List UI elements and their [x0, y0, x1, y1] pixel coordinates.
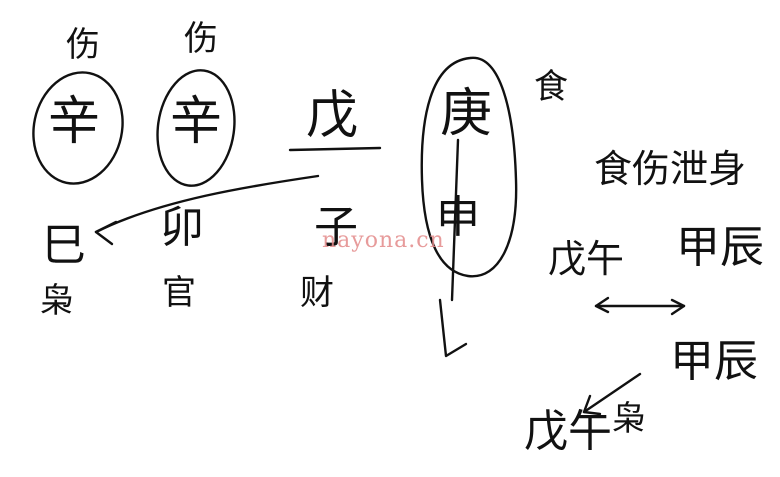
note-title: 食伤泄身 — [594, 147, 747, 191]
note-guan: 官 — [162, 273, 196, 313]
label-shi: 食 — [534, 67, 568, 107]
note-jiachen-1: 甲辰 — [676, 222, 764, 273]
branch-mao: 卯 — [160, 202, 204, 253]
label-shang-2: 伤 — [184, 19, 218, 59]
circle-stem-2 — [156, 69, 236, 187]
note-wuwu-1: 戊午 — [548, 237, 625, 281]
branch-shen: 申 — [436, 192, 480, 243]
stem-xin-2: 辛 — [170, 92, 223, 152]
arrow-to-xiao — [582, 372, 642, 414]
stem-geng: 庚 — [440, 84, 493, 144]
note-wuwu-2: 戊午 — [524, 406, 612, 457]
stem-wu: 戊 — [306, 86, 359, 146]
note-cai: 财 — [300, 273, 334, 313]
watermark: nayona.cn — [322, 228, 445, 253]
stem-xin-1: 辛 — [48, 92, 101, 152]
double-arrow-head-left — [594, 296, 610, 314]
arrow-to-xiao-head — [582, 394, 602, 416]
branch-si: 巳 — [42, 220, 86, 271]
note-jiachen-2: 甲辰 — [670, 336, 758, 387]
underline-stem-3 — [288, 146, 382, 152]
note-xiao-right: 枭 — [612, 399, 646, 439]
label-shang-1: 伤 — [66, 25, 100, 65]
double-arrow-head-right — [670, 298, 686, 316]
arrow-down — [438, 298, 468, 358]
note-xiao: 枭 — [40, 281, 74, 321]
arrow-head-1 — [94, 220, 118, 246]
circle-stem-4 — [420, 56, 518, 278]
stem-down-stroke — [450, 138, 460, 302]
branch-zi: 子 — [314, 202, 358, 253]
circle-stem-1 — [32, 71, 124, 185]
arrow-curve — [94, 174, 320, 234]
